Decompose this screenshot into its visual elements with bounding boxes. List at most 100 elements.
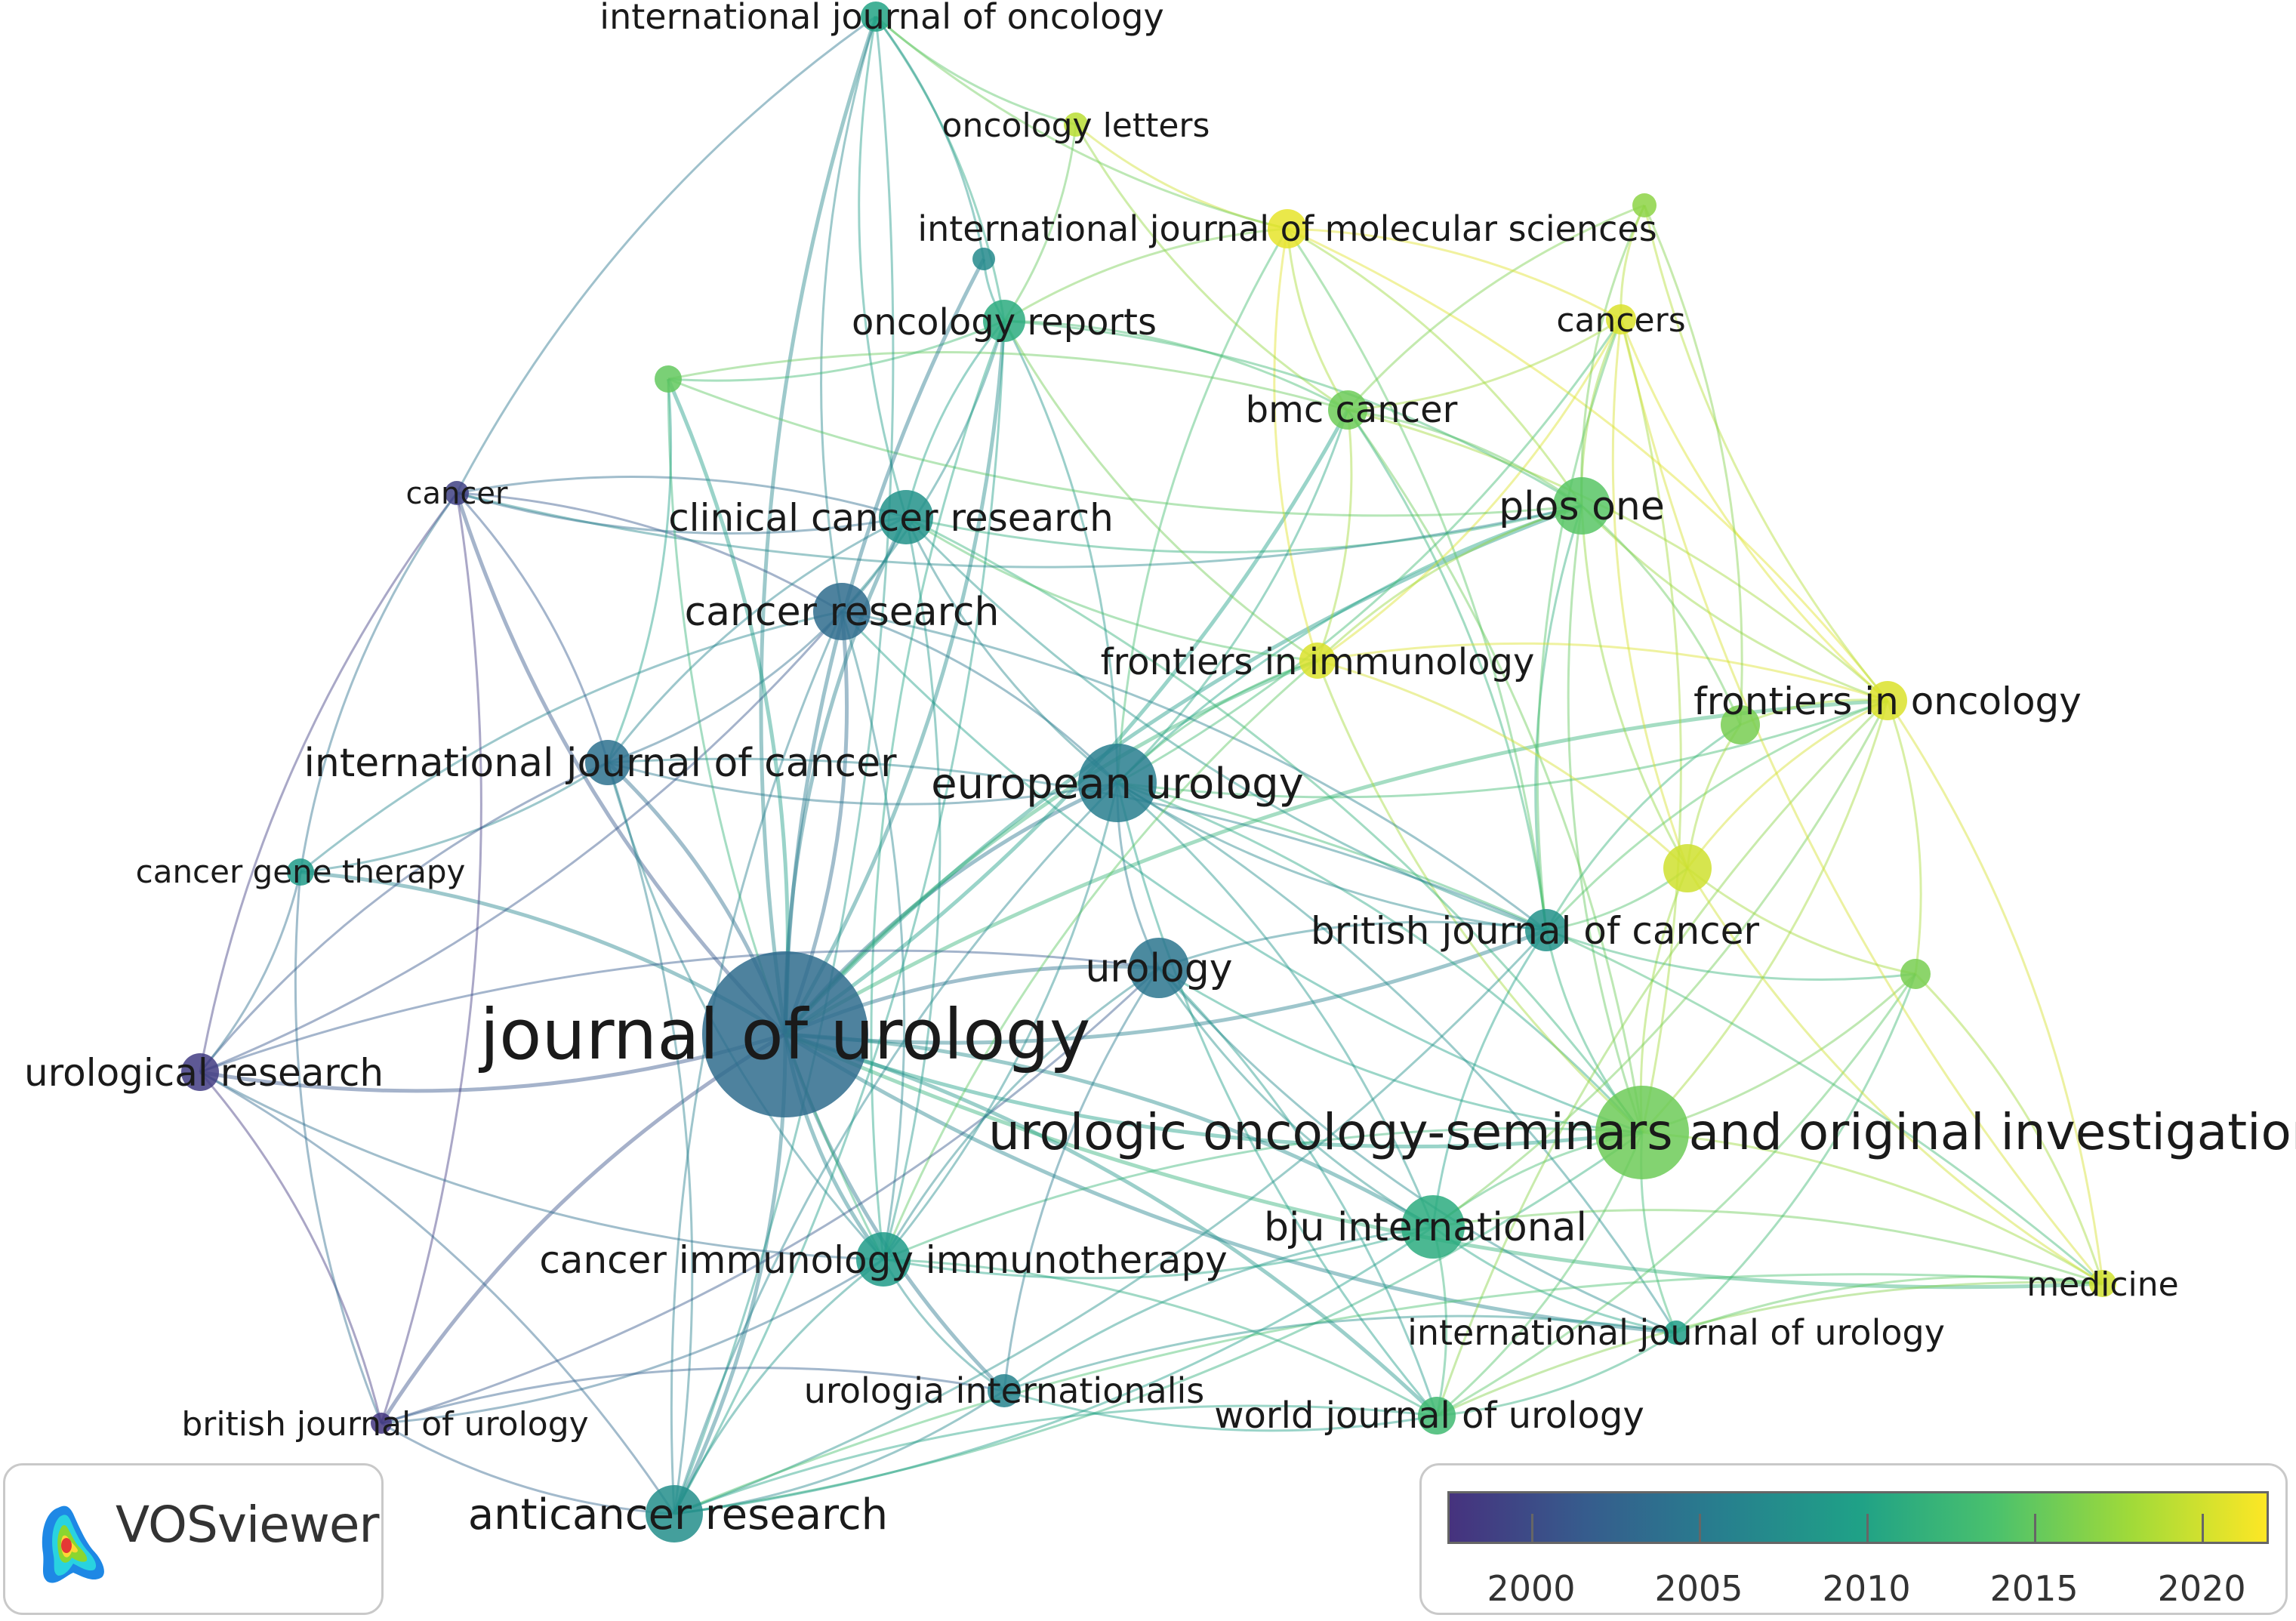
link-oncrep-u1 — [667, 319, 1005, 382]
link-cii-wju — [883, 1258, 1438, 1417]
network-links — [199, 15, 2104, 1515]
link-medicine-u5 — [1914, 972, 2104, 1284]
link-wju-u5 — [1436, 973, 1917, 1417]
link-eur-ijc — [607, 761, 1118, 806]
link-bjurol-acr — [381, 1422, 675, 1515]
node-cancers[interactable] — [1606, 304, 1636, 334]
scale-tick-2005 — [1699, 1514, 1702, 1544]
link-jou-frontimm — [784, 658, 1318, 1036]
link-u4-u2 — [1643, 205, 1743, 726]
node-urology[interactable] — [1129, 938, 1189, 998]
label-medicine: medicine — [2026, 1265, 2178, 1304]
link-jou-oncrep — [783, 320, 1006, 1036]
link-iju-u5 — [1675, 973, 1917, 1334]
link-canres-cii — [840, 611, 906, 1260]
label-cancers: cancers — [1556, 301, 1685, 340]
label-ijo: international journal of oncology — [599, 0, 1163, 37]
scale-tick-2015 — [2034, 1514, 2037, 1544]
node-frontimm[interactable] — [1299, 643, 1336, 679]
node-u4[interactable] — [1721, 705, 1760, 744]
link-eur-wju — [1116, 782, 1438, 1416]
node-uro_onc[interactable] — [1595, 1086, 1689, 1179]
node-cii[interactable] — [856, 1232, 911, 1287]
node-frontonc[interactable] — [1868, 681, 1907, 720]
link-frontonc-plos — [1580, 504, 1888, 702]
link-bjc-ijms — [1286, 228, 1548, 931]
link-bjurol-cii — [381, 1258, 884, 1425]
node-u6[interactable] — [972, 248, 995, 270]
node-bjc[interactable] — [1525, 909, 1567, 951]
node-u2[interactable] — [1632, 193, 1657, 217]
link-u3-u5 — [1687, 867, 1916, 975]
node-canres[interactable] — [813, 583, 871, 640]
link-bju-uroint — [1003, 1225, 1434, 1392]
node-ijc[interactable] — [585, 740, 630, 785]
link-cancers-u3 — [1611, 319, 1689, 869]
link-uro_onc-cii — [883, 1126, 1643, 1261]
node-uroint[interactable] — [988, 1374, 1021, 1407]
link-ijo-onclet — [874, 15, 1077, 126]
link-cii-urology — [882, 966, 1160, 1260]
node-iju[interactable] — [1664, 1321, 1688, 1345]
link-ijms-oncrep — [1003, 227, 1288, 322]
node-wju[interactable] — [1418, 1397, 1456, 1435]
link-clin-ijc — [606, 516, 907, 763]
link-frontimm-ijms — [1273, 228, 1319, 661]
node-acr[interactable] — [646, 1485, 703, 1542]
node-bjurol[interactable] — [371, 1413, 392, 1434]
scale-tick-label-2010: 2010 — [1822, 1568, 1911, 1609]
node-bju[interactable] — [1401, 1195, 1465, 1259]
node-jou[interactable] — [702, 951, 868, 1117]
link-acr-cii — [673, 1258, 884, 1515]
link-oncrep-cii — [870, 320, 1006, 1260]
link-bmc-cancers — [1347, 318, 1622, 411]
link-frontimm-bmc — [1316, 409, 1353, 661]
link-clin-ijo — [858, 16, 908, 518]
link-ijms-onclet — [1075, 123, 1288, 230]
link-urores-cgt — [199, 871, 302, 1073]
link-eur-ijms — [1116, 228, 1289, 784]
link-clin-bjc — [905, 516, 1547, 932]
link-canres-urores — [199, 611, 843, 1074]
node-oncrep[interactable] — [983, 300, 1025, 342]
node-ijo[interactable] — [861, 2, 891, 32]
node-plos[interactable] — [1553, 477, 1610, 535]
link-canres-ijo — [820, 16, 877, 612]
link-clin-oncrep — [905, 320, 1006, 518]
node-medicine[interactable] — [2089, 1270, 2116, 1297]
link-cancer-urores — [199, 492, 458, 1073]
node-u3[interactable] — [1663, 844, 1712, 892]
node-eur[interactable] — [1078, 744, 1157, 822]
node-ijms[interactable] — [1268, 209, 1307, 248]
label-jou: journal of urology — [479, 994, 1091, 1075]
link-eur-oncrep — [1003, 320, 1119, 784]
link-ijc-urores — [199, 761, 609, 1073]
link-cancer-plos — [456, 492, 1583, 569]
year-color-gradient-bar — [1447, 1491, 2269, 1544]
node-u1[interactable] — [655, 365, 682, 393]
link-bju-iju — [1432, 1225, 1677, 1334]
label-ijms: international journal of molecular scien… — [917, 208, 1657, 249]
link-ijc-cancer — [455, 492, 609, 763]
link-uroint-iju — [1003, 1314, 1677, 1392]
node-cgt[interactable] — [287, 858, 314, 886]
link-bmc-ijms — [1286, 228, 1349, 411]
node-bmc[interactable] — [1328, 390, 1367, 430]
node-u5[interactable] — [1900, 959, 1931, 989]
link-uro_onc-eur — [1117, 781, 1644, 1134]
node-urores[interactable] — [181, 1053, 219, 1091]
label-cancer: cancer — [406, 476, 508, 511]
link-ijo-acr — [673, 16, 895, 1515]
link-oncrep-acr — [673, 320, 1006, 1515]
link-frontonc-u5 — [1886, 700, 1922, 975]
link-ijo-cancer — [455, 15, 877, 494]
link-bjc-cancers — [1536, 319, 1623, 931]
node-onclet[interactable] — [1064, 112, 1088, 137]
link-plos-oncrep — [1003, 319, 1583, 507]
link-bju-medicine — [1432, 1209, 2103, 1285]
link-ijc-cgt — [300, 761, 609, 874]
node-cancer[interactable] — [445, 481, 469, 505]
link-ijc-acr — [606, 762, 694, 1515]
node-clin[interactable] — [879, 490, 933, 544]
